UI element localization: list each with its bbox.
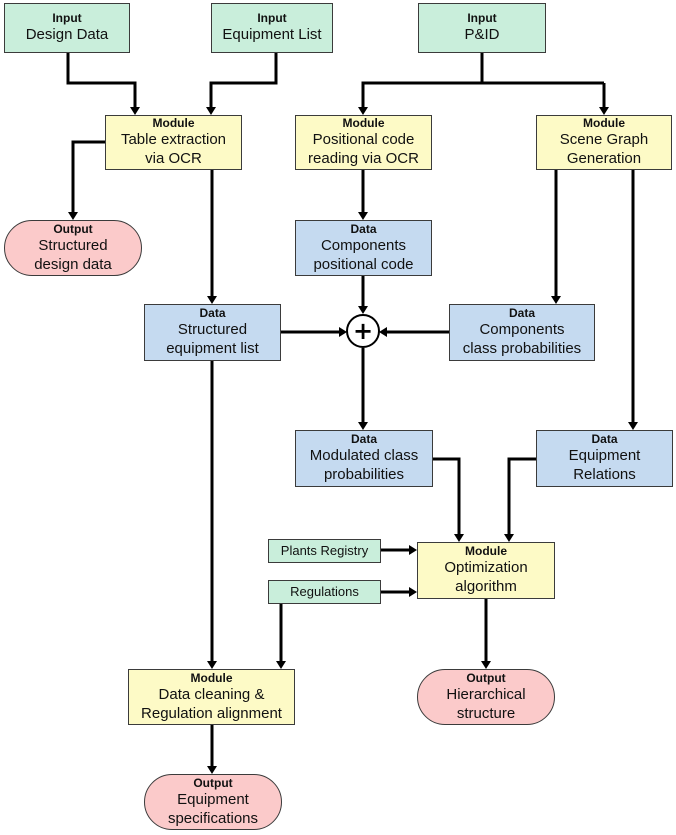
- combine-symbol: +: [353, 317, 373, 345]
- node-tag: Input: [467, 11, 497, 25]
- input-pid: Input P&ID: [418, 3, 546, 53]
- arrowhead: [207, 296, 217, 304]
- node-tag: Input: [257, 11, 287, 25]
- node-tag: Data: [199, 306, 226, 320]
- arrowhead: [358, 422, 368, 430]
- node-tag: Output: [193, 775, 233, 790]
- arrowhead: [130, 107, 140, 115]
- node-label: Regulations: [290, 584, 359, 599]
- edge-relations-to-optimization: [507, 457, 536, 534]
- arrowhead: [207, 661, 217, 669]
- node-tag: Module: [583, 116, 625, 130]
- combine-node: +: [346, 314, 380, 348]
- node-label: Design Data: [25, 26, 109, 43]
- node-tag: Module: [152, 116, 195, 130]
- arrowhead: [454, 534, 464, 542]
- arrowhead: [504, 534, 514, 542]
- edge-equipment-to-table: [209, 53, 278, 107]
- arrowhead: [358, 212, 368, 220]
- input-design-data: Input Design Data: [4, 3, 130, 53]
- node-label: Equipment List: [222, 26, 322, 43]
- node-label: P&ID: [464, 26, 500, 43]
- arrowhead: [68, 212, 78, 220]
- node-tag: Module: [465, 544, 507, 558]
- node-label: Plants Registry: [280, 543, 369, 558]
- arrowhead: [409, 587, 417, 597]
- arrowhead: [358, 306, 368, 314]
- node-tag: Data: [350, 221, 377, 236]
- node-tag: Input: [52, 11, 82, 25]
- node-tag: Output: [466, 670, 506, 685]
- arrowhead: [409, 545, 417, 555]
- node-tag: Module: [342, 116, 385, 130]
- arrowhead: [551, 296, 561, 304]
- arrowhead: [628, 422, 638, 430]
- arrowhead: [599, 107, 609, 115]
- node-tag: Data: [591, 432, 618, 446]
- node-label: Data cleaning &Regulation alignment: [141, 685, 282, 722]
- arrowhead: [339, 327, 347, 337]
- module-data-cleaning: Module Data cleaning &Regulation alignme…: [128, 669, 295, 725]
- node-tag: Data: [508, 306, 535, 320]
- regulations: Regulations: [268, 580, 381, 604]
- edge-pid-to-positional: [361, 81, 604, 107]
- input-equipment-list: Input Equipment List: [211, 3, 333, 53]
- arrowhead: [206, 107, 216, 115]
- node-tag: Output: [53, 221, 93, 236]
- edge-table-to-design-output: [71, 140, 105, 212]
- arrowhead: [358, 107, 368, 115]
- edges: [66, 53, 638, 774]
- arrowhead: [481, 661, 491, 669]
- edge-design-to-table: [66, 53, 137, 107]
- edge-modulated-to-optimization: [433, 457, 461, 534]
- node-tag: Module: [190, 670, 233, 685]
- plants-registry: Plants Registry: [268, 539, 381, 563]
- node-tag: Data: [350, 432, 377, 446]
- arrowhead: [379, 327, 387, 337]
- arrowhead: [207, 766, 217, 774]
- arrowhead: [276, 661, 286, 669]
